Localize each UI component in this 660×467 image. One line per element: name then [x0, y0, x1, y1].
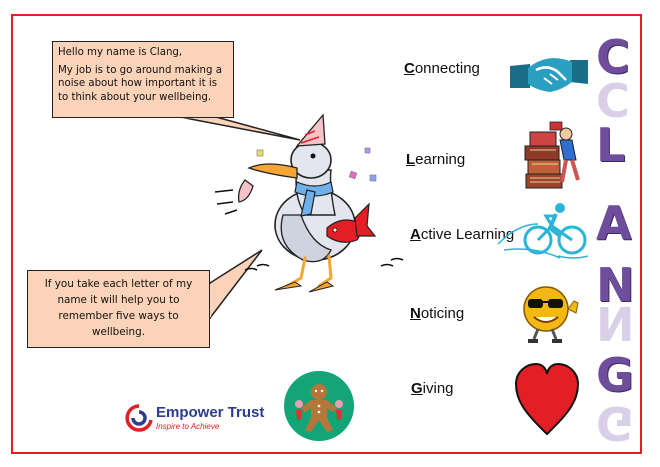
smiley-sunglasses-icon [523, 286, 579, 343]
way-noticing: Noticing [410, 305, 465, 322]
way-giving: Giving [411, 380, 454, 397]
acronym-letter-c-reflection: C [596, 72, 630, 126]
handshake-icon [510, 58, 588, 92]
empower-trust-mark-icon [125, 404, 153, 432]
brand-tagline: Inspire to Achieve [156, 422, 220, 431]
acronym-letter-g: G [596, 348, 634, 402]
heart-icon [514, 362, 580, 436]
intro-line-1: Hello my name is Clang, [58, 47, 183, 58]
books-icon [524, 121, 580, 189]
clang-bird-mascot [214, 113, 404, 293]
acronym-letter-g-reflection: G [596, 396, 634, 450]
acronym-letter-n-reflection: N [596, 296, 635, 350]
acronym-letter-a: A [596, 196, 632, 250]
acronym-letter-c: C [596, 30, 630, 84]
way-connecting: Connecting [404, 60, 480, 77]
way-learning: Learning [406, 151, 466, 168]
acronym-letter-l: L [596, 118, 626, 172]
gingerbread-badge-icon [284, 371, 354, 441]
tip-text: If you take each letter of my name it wi… [44, 278, 193, 338]
intro-speech-bubble: Hello my name is Clang, My job is to go … [52, 41, 234, 118]
page-border [11, 14, 642, 454]
acronym-letter-n: N [596, 258, 635, 312]
intro-line-2: My job is to go around making a noise ab… [58, 64, 222, 103]
way-active-learning: Active Learning [410, 226, 515, 243]
tip-speech-bubble: If you take each letter of my name it wi… [27, 270, 210, 348]
cyclist-icon [497, 203, 589, 259]
brand-name: Empower Trust [156, 404, 265, 421]
